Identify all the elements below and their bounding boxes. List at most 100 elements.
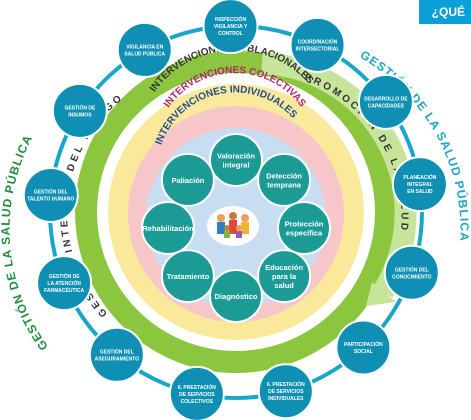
- outer-node-label-line: CAPACIDADES: [368, 103, 405, 109]
- intervention-label-line: Diagnóstico: [215, 292, 258, 301]
- outer-node-circle: [22, 167, 79, 224]
- intervention-label-line: temprana: [267, 180, 302, 189]
- intervention-label-line: Valoración: [217, 152, 255, 161]
- outer-node-label-line: COLECTIVOS: [181, 399, 214, 405]
- green-ring: [75, 51, 397, 373]
- outer-node-circle: [36, 255, 93, 312]
- outer-node-label-line: SOCIAL: [354, 349, 373, 355]
- outer-node-label-line: 6. PRESTACIÓN: [178, 383, 216, 391]
- outer-node-circle: [383, 244, 440, 301]
- outer-node-label-line: TALENTO HUMANO: [27, 197, 74, 203]
- outer-node-label-line: INTERSECTORIAL: [296, 46, 340, 52]
- intervention-label: Rehabilitación: [142, 224, 194, 233]
- intervention-label-line: Protección: [285, 220, 324, 229]
- people-illustration: [207, 206, 259, 246]
- outer-node-label-line: INDIVIDUALES: [268, 396, 304, 402]
- intervention-circle: [209, 133, 263, 187]
- intervention-node: Rehabilitación: [141, 201, 195, 255]
- svg-text:GESTIÓN DE LA SALUD PÚBLICA: GESTIÓN DE LA SALUD PÚBLICA: [0, 132, 51, 353]
- intervention-label-line: Rehabilitación: [142, 224, 194, 233]
- outer-node-circle: [88, 326, 145, 383]
- intervention-label: Paliación: [171, 176, 204, 185]
- outer-node-label-line: PLANEACIÓN: [403, 173, 436, 181]
- outer-node-label-line: EN SALUD: [407, 189, 433, 195]
- intervention-node: Paliación: [160, 152, 215, 207]
- outer-node-label-line: GESTIÓN DEL: [100, 347, 134, 355]
- outer-node-label-line: DE SERVICIOS: [179, 392, 215, 398]
- intervention-label-line: Detección: [266, 171, 302, 180]
- outer-node-circle: [202, 0, 259, 55]
- left-title: GESTIÓN DE LA SALUD PÚBLICA: [0, 132, 50, 353]
- outer-node-label-line: VIGILANCIA EN: [126, 44, 163, 50]
- outer-node-label-line: INSUMOS: [68, 112, 92, 118]
- outer-node-label-line: INTEGRAL: [407, 182, 433, 188]
- outer-node-label-line: PARTICIPACIÓN: [344, 340, 383, 348]
- intervention-label-line: específica: [286, 229, 323, 238]
- intervention-label-line: Educación: [265, 263, 303, 272]
- outer-node-circle: [357, 73, 414, 130]
- outer-node-circle: [335, 319, 392, 376]
- intervention-circle: [209, 269, 263, 323]
- outer-node-circle: [116, 21, 173, 78]
- intervention-node: Diagnóstico: [209, 269, 263, 323]
- promotion-arrow-head: [366, 282, 396, 306]
- outer-node-label-line: COORDINACIÓN: [298, 37, 338, 45]
- intervention-circle: [160, 249, 215, 304]
- riesgo-arrow-head: [196, 52, 216, 76]
- outer-node-label-line: SALUD PÚBLICA: [124, 50, 165, 57]
- intervention-label: Tratamiento: [167, 272, 210, 281]
- outer-node-label-line: VIGILANCIA Y: [214, 24, 248, 30]
- intervention-circle: [257, 249, 312, 304]
- outer-node-circle: [289, 16, 346, 73]
- outer-node-label-line: ASEGURAMIENTO: [95, 356, 139, 362]
- intervention-circle: [141, 201, 195, 255]
- intervention-label-line: Tratamiento: [167, 272, 210, 281]
- question-tag: ¿QUÉ: [419, 0, 471, 24]
- intervention-circle: [160, 152, 215, 207]
- intervention-label-line: salud: [274, 281, 294, 290]
- intervention-label-line: para la: [272, 272, 297, 281]
- outer-node-label-line: GESTIÓN DEL: [395, 265, 429, 273]
- outer-node-label-line: CONOCIMIENTO: [392, 274, 431, 280]
- outer-node-circle: [51, 82, 108, 139]
- intervention-circle: [257, 152, 312, 207]
- outer-node-circle: [257, 363, 314, 420]
- intervention-label-line: integral: [222, 161, 249, 170]
- outer-node-label-line: DE SERVICIOS: [268, 389, 304, 395]
- outer-node-circle: [391, 156, 448, 213]
- outer-node-label-line: CONTROL: [218, 31, 243, 37]
